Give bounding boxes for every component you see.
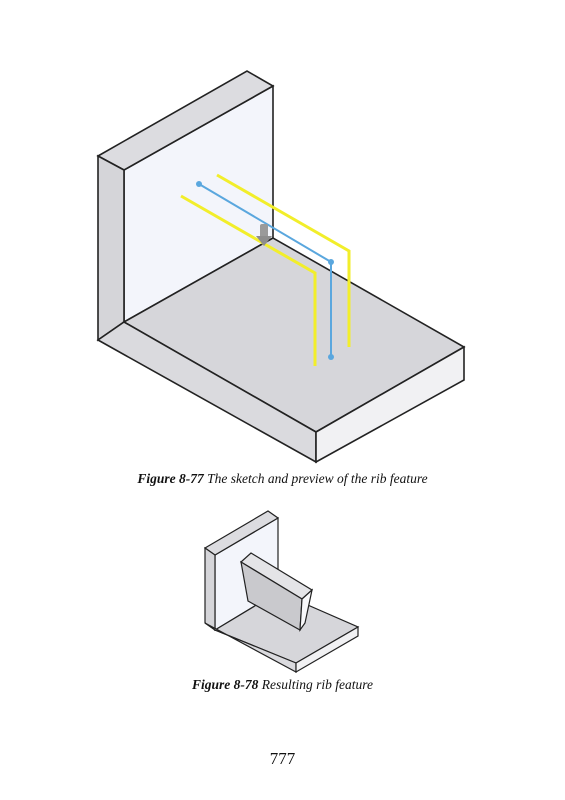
page-number: 777 xyxy=(269,749,296,768)
rib-sketch-preview-figure xyxy=(96,70,466,464)
resulting-rib-figure xyxy=(203,510,360,674)
wall-side-face xyxy=(97,154,125,342)
sketch-vertex xyxy=(328,259,334,265)
rib-end-face xyxy=(299,588,313,633)
direction-arrow-icon xyxy=(256,224,272,246)
sketch-endpoint-end xyxy=(328,354,334,360)
figure-caption: Figure 8-78 Resulting rib feature xyxy=(0,677,565,693)
figure-label: Figure 8-78 xyxy=(191,677,259,692)
figure-caption-text: The sketch and preview of the rib featur… xyxy=(207,471,428,486)
figure-caption-text: Resulting rib feature xyxy=(261,677,373,692)
figure-caption: Figure 8-77 The sketch and preview of th… xyxy=(0,471,565,487)
base-right-face xyxy=(295,625,359,674)
base-right-face xyxy=(315,345,465,464)
wall-side-face xyxy=(204,546,216,632)
rib-preview-outline-front xyxy=(180,194,317,366)
sketch-endpoint-start xyxy=(196,181,202,187)
figure-label: Figure 8-77 xyxy=(137,471,204,486)
rib-preview-outline-back xyxy=(216,173,351,347)
